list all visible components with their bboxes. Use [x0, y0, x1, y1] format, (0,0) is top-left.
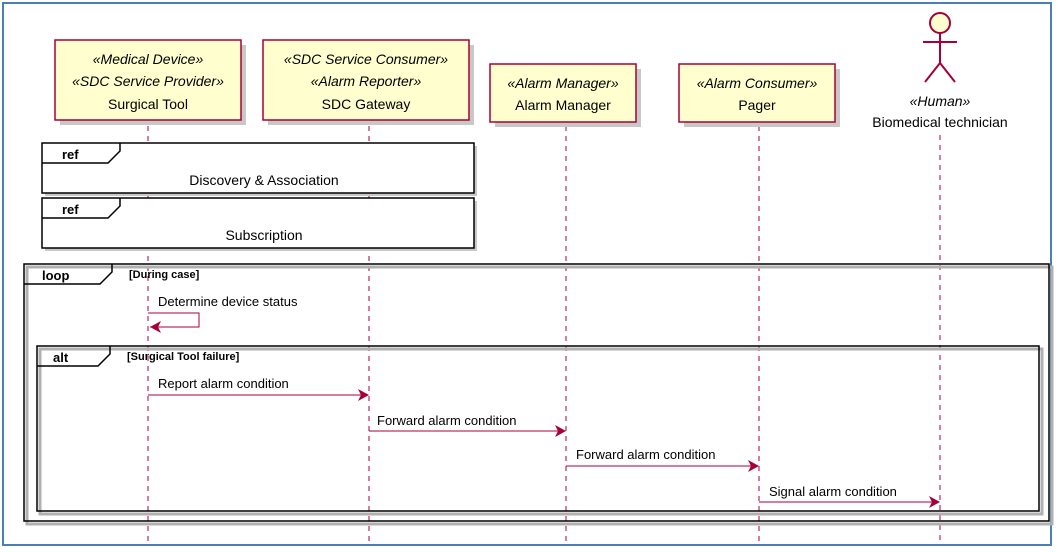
stereotype-label: «Medical Device» [93, 51, 204, 67]
stereotype-label: «Alarm Manager» [507, 75, 618, 91]
stereotype-label: «Alarm Consumer» [697, 75, 818, 91]
message-report-alarm: Report alarm condition [148, 376, 369, 401]
message-label: Determine device status [158, 294, 298, 309]
guard-label: [Surgical Tool failure] [127, 351, 240, 363]
participant-name: Pager [738, 97, 776, 113]
stereotype-label: «SDC Service Consumer» [284, 51, 448, 67]
participant-surgical-tool: «Medical Device» «SDC Service Provider» … [54, 39, 246, 125]
ref-label: Subscription [225, 227, 302, 243]
message-label: Signal alarm condition [769, 484, 897, 499]
participant-name: SDC Gateway [322, 96, 411, 112]
arrowhead-icon [929, 496, 940, 508]
arrowhead-icon [555, 425, 566, 437]
participant-name: Alarm Manager [515, 97, 611, 113]
frame-tag: ref [62, 202, 79, 217]
participant-sdc-gateway: «SDC Service Consumer» «Alarm Reporter» … [262, 39, 474, 125]
participant-name: Surgical Tool [108, 96, 188, 112]
frame-tag: alt [53, 350, 69, 365]
frame-tag: ref [62, 147, 79, 162]
stereotype-label: «SDC Service Provider» [72, 73, 224, 89]
participant-biomedical-technician: «Human» Biomedical technician [872, 12, 1008, 130]
message-label: Report alarm condition [158, 376, 289, 391]
guard-label: [During case] [129, 269, 200, 281]
self-message: Determine device status [148, 294, 298, 333]
message-label: Forward alarm condition [576, 447, 715, 462]
ref-frame-subscription: ref Subscription [41, 197, 477, 251]
ref-label: Discovery & Association [189, 172, 338, 188]
actor-icon [923, 12, 957, 83]
arrowhead-icon [748, 460, 759, 472]
ref-frame-discovery: ref Discovery & Association [41, 142, 477, 196]
arrowhead-icon [150, 321, 161, 333]
message-forward-alarm-2: Forward alarm condition [566, 447, 759, 472]
participant-pager: «Alarm Consumer» Pager [678, 63, 840, 127]
stereotype-label: «Alarm Reporter» [311, 73, 422, 89]
arrowhead-icon [358, 389, 369, 401]
frame-tag: loop [42, 268, 69, 283]
message-forward-alarm-1: Forward alarm condition [369, 413, 566, 437]
participant-alarm-manager: «Alarm Manager» Alarm Manager [489, 63, 641, 127]
message-label: Forward alarm condition [377, 413, 516, 428]
message-signal-alarm: Signal alarm condition [759, 484, 940, 508]
alt-frame: alt [Surgical Tool failure] [36, 345, 1044, 516]
loop-frame: loop [During case] [23, 263, 1054, 526]
participant-name: Biomedical technician [872, 114, 1007, 130]
stereotype-label: «Human» [910, 93, 971, 109]
